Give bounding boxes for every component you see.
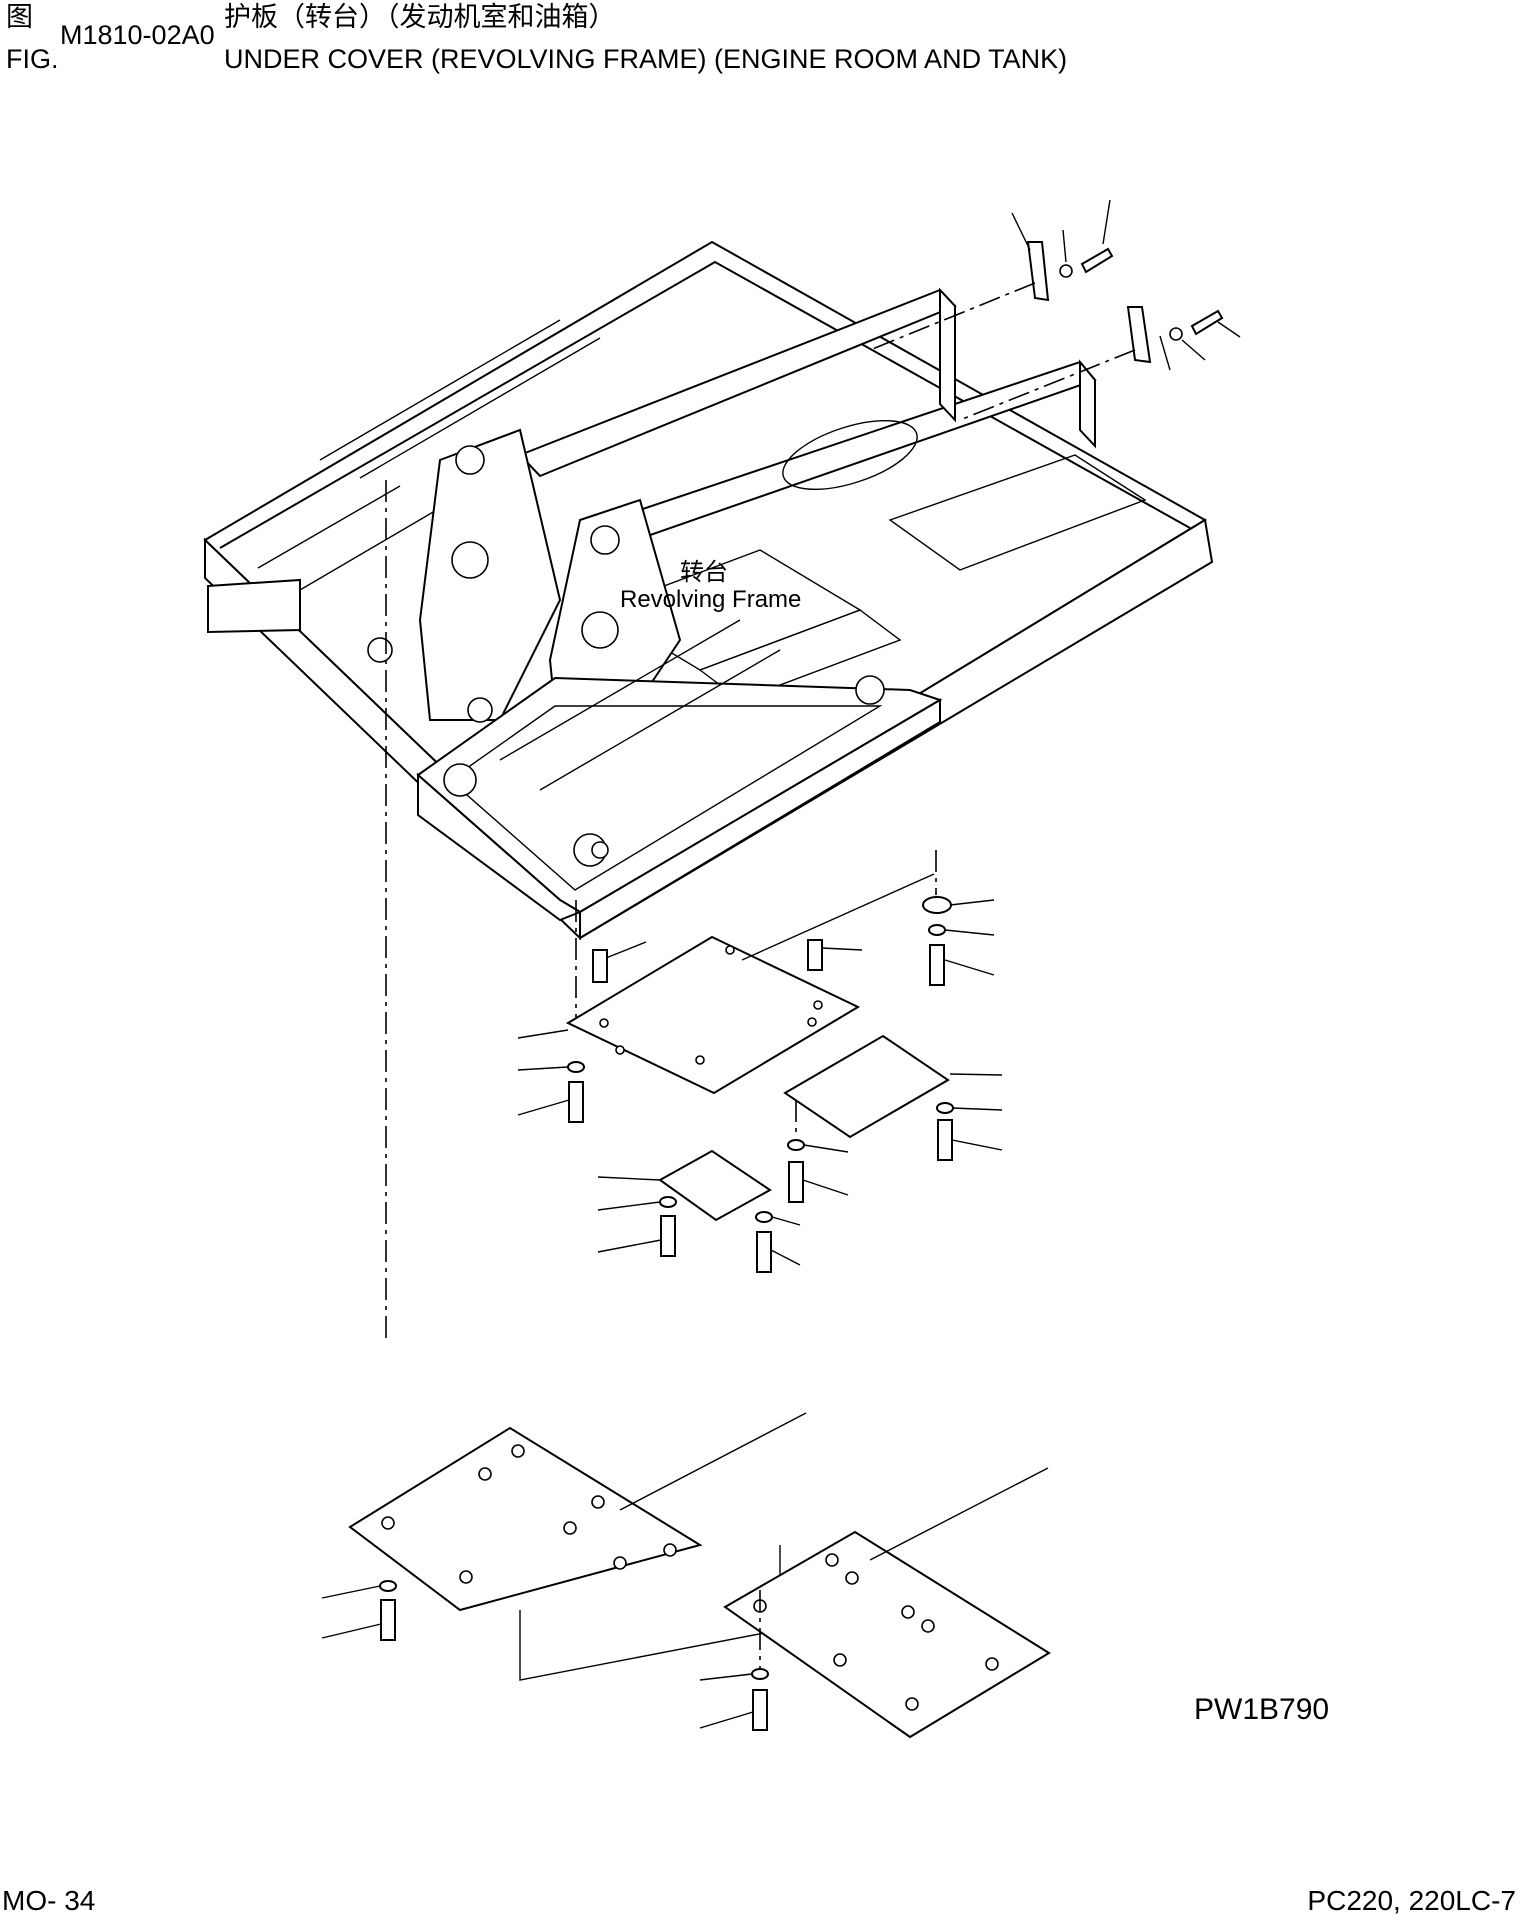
top-right-brackets (869, 199, 1241, 421)
bolts-and-washers (321, 850, 1003, 1731)
small-cover (597, 1149, 772, 1222)
figure-code: M1810-02A0 (60, 20, 215, 50)
front-large-cover (517, 873, 935, 1095)
title-cn: 护板（转台）（发动机室和油箱） (224, 2, 616, 33)
figure-label-en: FIG. (6, 44, 59, 74)
revolving-frame-label-cn: 转台 (680, 558, 728, 586)
rear-left-cover (348, 1412, 807, 1681)
front-right-cover (783, 1034, 1003, 1139)
drawing-reference-code: PW1B790 (1194, 1693, 1330, 1726)
page-number: MO- 34 (2, 1885, 96, 1916)
figure-label-cn: 图 (6, 2, 33, 33)
rear-right-cover (723, 1467, 1051, 1739)
revolving-frame (203, 240, 1214, 941)
revolving-frame-label-en: Revolving Frame (620, 586, 802, 613)
title-en: UNDER COVER (REVOLVING FRAME) (ENGINE RO… (224, 44, 1068, 74)
model-name: PC220, 220LC-7 (1307, 1885, 1516, 1916)
